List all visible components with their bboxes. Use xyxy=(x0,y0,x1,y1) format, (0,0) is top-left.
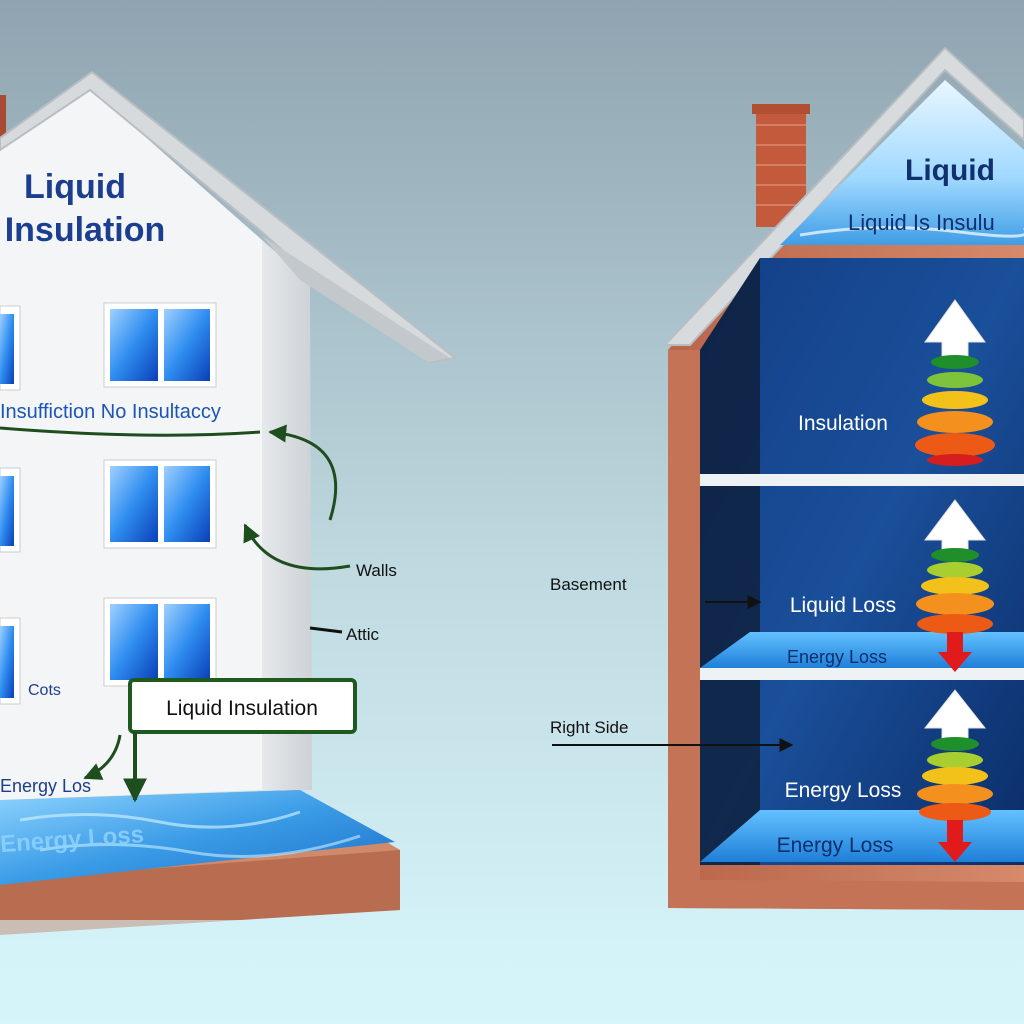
floor1-label: Insulation xyxy=(798,412,888,435)
curved-arrow-walls-top xyxy=(0,426,261,437)
roof-title: Liquid xyxy=(905,154,995,187)
floor-divider-1 xyxy=(700,474,1024,486)
left-house-title-line1: Liquid xyxy=(24,168,126,206)
curved-arrow-walls xyxy=(243,523,351,571)
right-house: Liquid Liquid Is Insulu Insulation Liqui… xyxy=(550,46,1024,910)
energy-gauge-floor3 xyxy=(917,689,993,862)
left-energy-loss-label: Energy Los xyxy=(0,776,91,796)
walls-label: Walls xyxy=(356,561,397,580)
left-chimney xyxy=(0,95,6,145)
attic-pointer xyxy=(309,626,343,634)
floor2-water-label: Energy Loss xyxy=(787,647,887,667)
roof-subtitle: Liquid Is Insulu xyxy=(848,210,995,235)
floor2-water xyxy=(700,632,1024,668)
floor3-water-label: Energy Loss xyxy=(777,834,894,857)
energy-loss-arrow xyxy=(83,734,122,780)
left-banner-text: Insuffiction No Insultaccy xyxy=(0,401,221,423)
energy-gauge-floor1 xyxy=(915,299,995,466)
floor-divider-2 xyxy=(700,668,1024,680)
basement-label: Basement xyxy=(550,575,627,594)
floor-reflection xyxy=(0,920,1024,1024)
energy-gauge-floor2 xyxy=(916,499,994,672)
left-house-title-line2: Insulation xyxy=(5,211,166,249)
cots-label: Cots xyxy=(28,682,61,699)
floor2-label: Liquid Loss xyxy=(790,594,896,617)
liquid-insulation-callout xyxy=(128,678,357,734)
left-house-side-wall xyxy=(262,240,312,790)
left-house: Liquid Insulation Insuffiction No Insult… xyxy=(0,70,458,935)
attic-liquid xyxy=(780,80,1024,245)
callout-label: Liquid Insulation xyxy=(166,697,318,720)
curved-arrow-right xyxy=(268,424,338,521)
left-windows xyxy=(0,302,217,705)
right-side-label: Right Side xyxy=(550,718,628,737)
attic-label: Attic xyxy=(346,625,380,644)
floor3-water xyxy=(700,810,1024,862)
floor3-label: Energy Loss xyxy=(785,779,902,802)
